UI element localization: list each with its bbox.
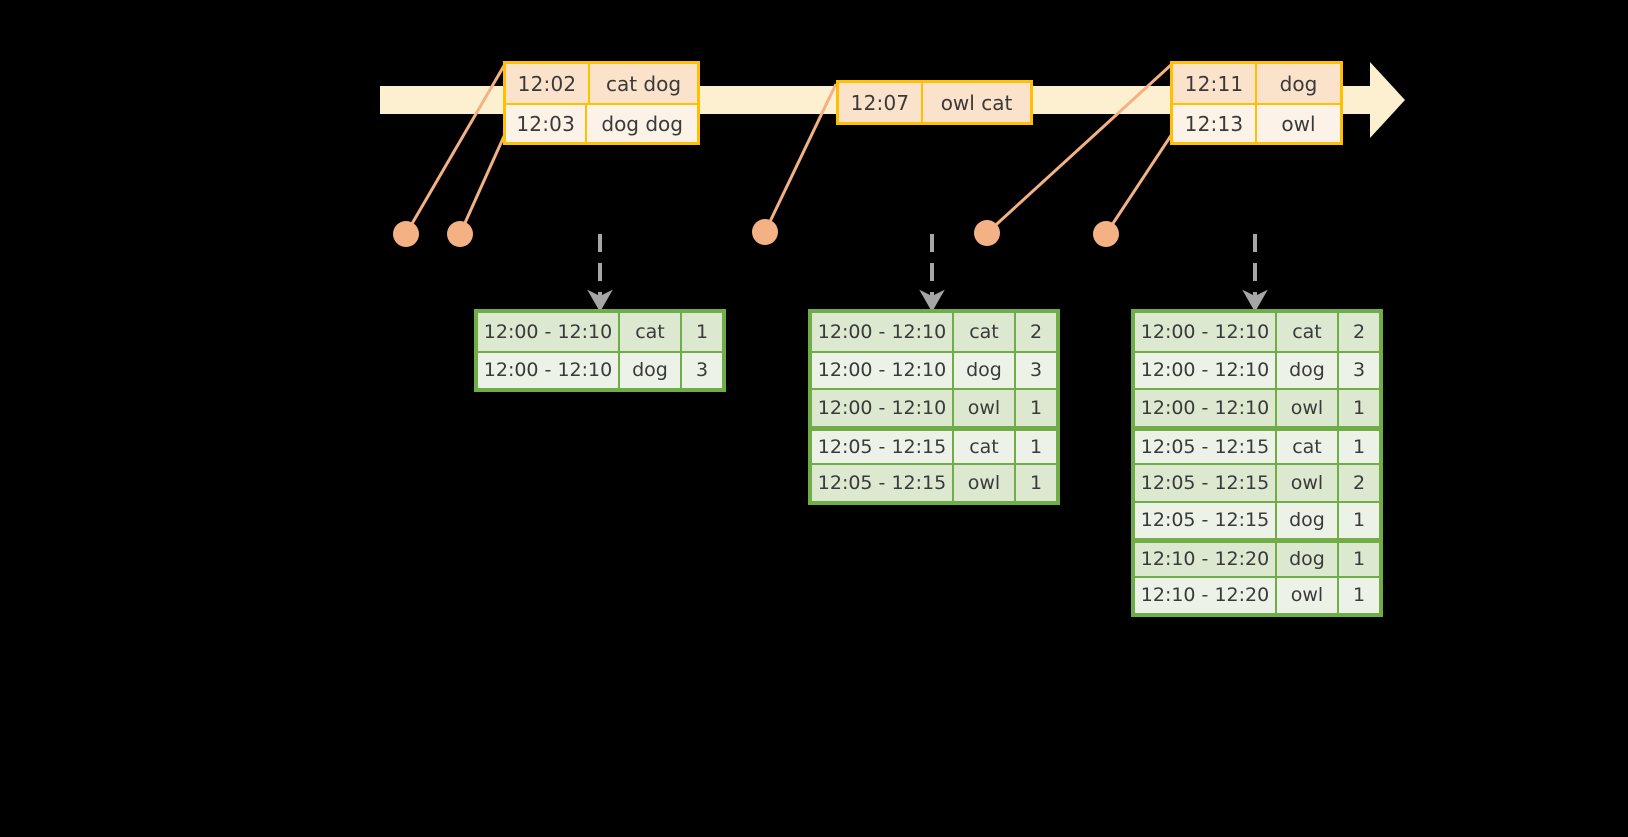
event-group-3[interactable]: 12:11 dog 12:13 owl — [1170, 61, 1343, 145]
key-cell: dog — [1277, 543, 1337, 576]
key-cell: dog — [954, 352, 1014, 388]
window-cell: 12:10 - 12:20 — [1135, 577, 1275, 613]
count-cell: 1 — [1016, 430, 1056, 463]
key-cell: owl — [1277, 577, 1337, 613]
key-cell: cat — [1277, 313, 1337, 351]
event-row[interactable]: 12:13 owl — [1173, 103, 1340, 142]
window-cell: 12:10 - 12:20 — [1135, 543, 1275, 576]
key-cell: dog — [620, 352, 680, 388]
event-time: 12:02 — [506, 64, 590, 103]
event-row[interactable]: 12:03 dog dog — [506, 103, 697, 142]
connector-dot-2 — [447, 221, 473, 247]
event-words: owl cat — [940, 90, 1013, 115]
window-cell: 12:00 - 12:10 — [478, 313, 618, 351]
event-time: 12:13 — [1173, 105, 1257, 142]
count-cell: 3 — [682, 352, 722, 388]
event-time: 12:03 — [506, 105, 588, 142]
count-cell: 1 — [1339, 502, 1379, 538]
connector-dot-4 — [974, 220, 1000, 246]
count-cell: 3 — [1339, 352, 1379, 388]
event-connector-dots — [393, 219, 1119, 247]
event-group-2[interactable]: 12:07 owl cat — [836, 80, 1033, 125]
window-cell: 12:00 - 12:10 — [1135, 390, 1275, 426]
count-cell: 1 — [1016, 390, 1056, 426]
window-cell: 12:05 - 12:15 — [812, 465, 952, 501]
window-cell: 12:00 - 12:10 — [812, 390, 952, 426]
window-cell: 12:00 - 12:10 — [478, 352, 618, 388]
window-cell: 12:00 - 12:10 — [812, 352, 952, 388]
event-words: cat dog — [605, 71, 682, 96]
key-cell: owl — [1277, 465, 1337, 501]
key-cell: cat — [954, 430, 1014, 463]
count-cell: 2 — [1339, 313, 1379, 351]
event-row[interactable]: 12:07 owl cat — [839, 83, 1030, 122]
connector-dot-5 — [1093, 221, 1119, 247]
key-cell: owl — [1277, 390, 1337, 426]
key-cell: owl — [954, 465, 1014, 501]
key-cell: cat — [1277, 430, 1337, 463]
count-cell: 3 — [1016, 352, 1056, 388]
key-cell: cat — [620, 313, 680, 351]
window-cell: 12:05 - 12:15 — [1135, 430, 1275, 463]
window-cell: 12:00 - 12:10 — [812, 313, 952, 351]
event-words: owl — [1281, 111, 1316, 136]
key-cell: cat — [954, 313, 1014, 351]
count-cell: 1 — [1016, 465, 1056, 501]
count-cell: 1 — [1339, 430, 1379, 463]
event-time: 12:11 — [1173, 64, 1257, 103]
event-group-1[interactable]: 12:02 cat dog 12:03 dog dog — [503, 61, 700, 145]
emit-arrows — [587, 234, 1268, 313]
count-cell: 2 — [1339, 465, 1379, 501]
count-cell: 1 — [1339, 543, 1379, 576]
event-words: dog dog — [601, 111, 683, 136]
key-cell: dog — [1277, 352, 1337, 388]
window-cell: 12:05 - 12:15 — [1135, 465, 1275, 501]
window-cell: 12:00 - 12:10 — [1135, 313, 1275, 351]
window-cell: 12:00 - 12:10 — [1135, 352, 1275, 388]
connector-dot-1 — [393, 221, 419, 247]
key-cell: owl — [954, 390, 1014, 426]
key-cell: dog — [1277, 502, 1337, 538]
count-cell: 1 — [1339, 577, 1379, 613]
event-row[interactable]: 12:11 dog — [1173, 64, 1340, 103]
event-words: dog — [1279, 71, 1318, 96]
count-cell: 1 — [682, 313, 722, 351]
connector-dot-3 — [752, 219, 778, 245]
count-cell: 2 — [1016, 313, 1056, 351]
window-cell: 12:05 - 12:15 — [1135, 502, 1275, 538]
event-row[interactable]: 12:02 cat dog — [506, 64, 697, 103]
event-time: 12:07 — [839, 83, 923, 122]
count-cell: 1 — [1339, 390, 1379, 426]
window-cell: 12:05 - 12:15 — [812, 430, 952, 463]
